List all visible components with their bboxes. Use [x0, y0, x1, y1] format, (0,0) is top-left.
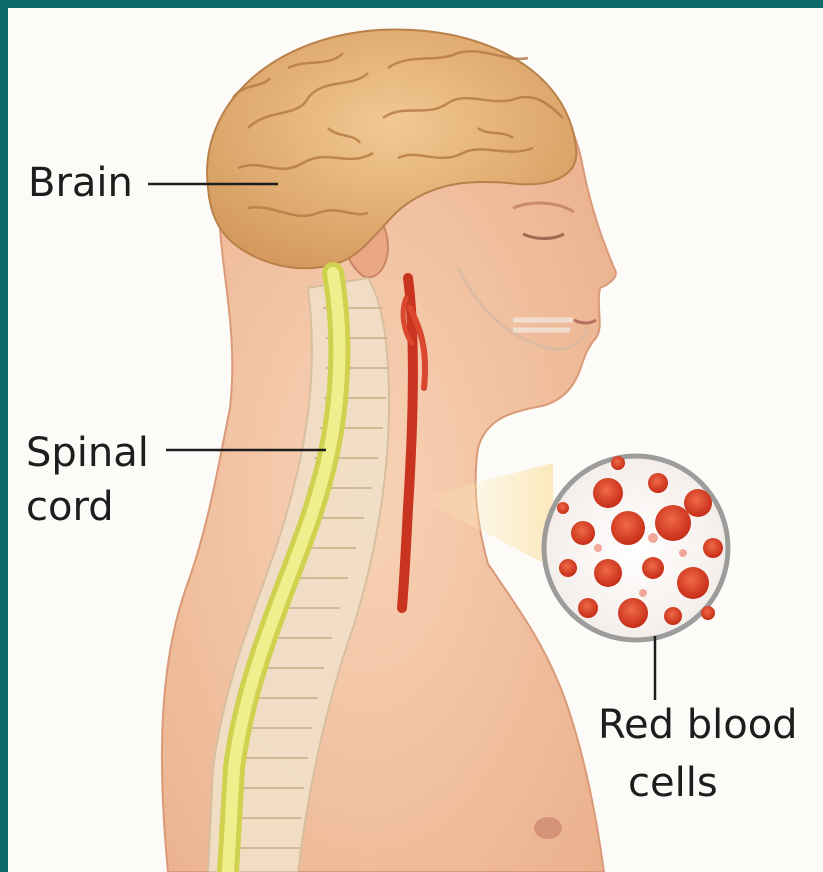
brain-label: Brain: [28, 160, 133, 206]
red-blood-cells-label-line1: Red blood: [598, 702, 798, 748]
illustration-frame: Brain Spinal cord Red blood cells: [8, 8, 823, 872]
blood-cells-magnifier: [544, 456, 728, 640]
nipple: [534, 817, 562, 839]
spinal-cord-label-line2: cord: [26, 484, 114, 530]
red-blood-cells-label-line2: cells: [628, 760, 718, 806]
spinal-cord-label-line1: Spinal: [26, 430, 149, 476]
